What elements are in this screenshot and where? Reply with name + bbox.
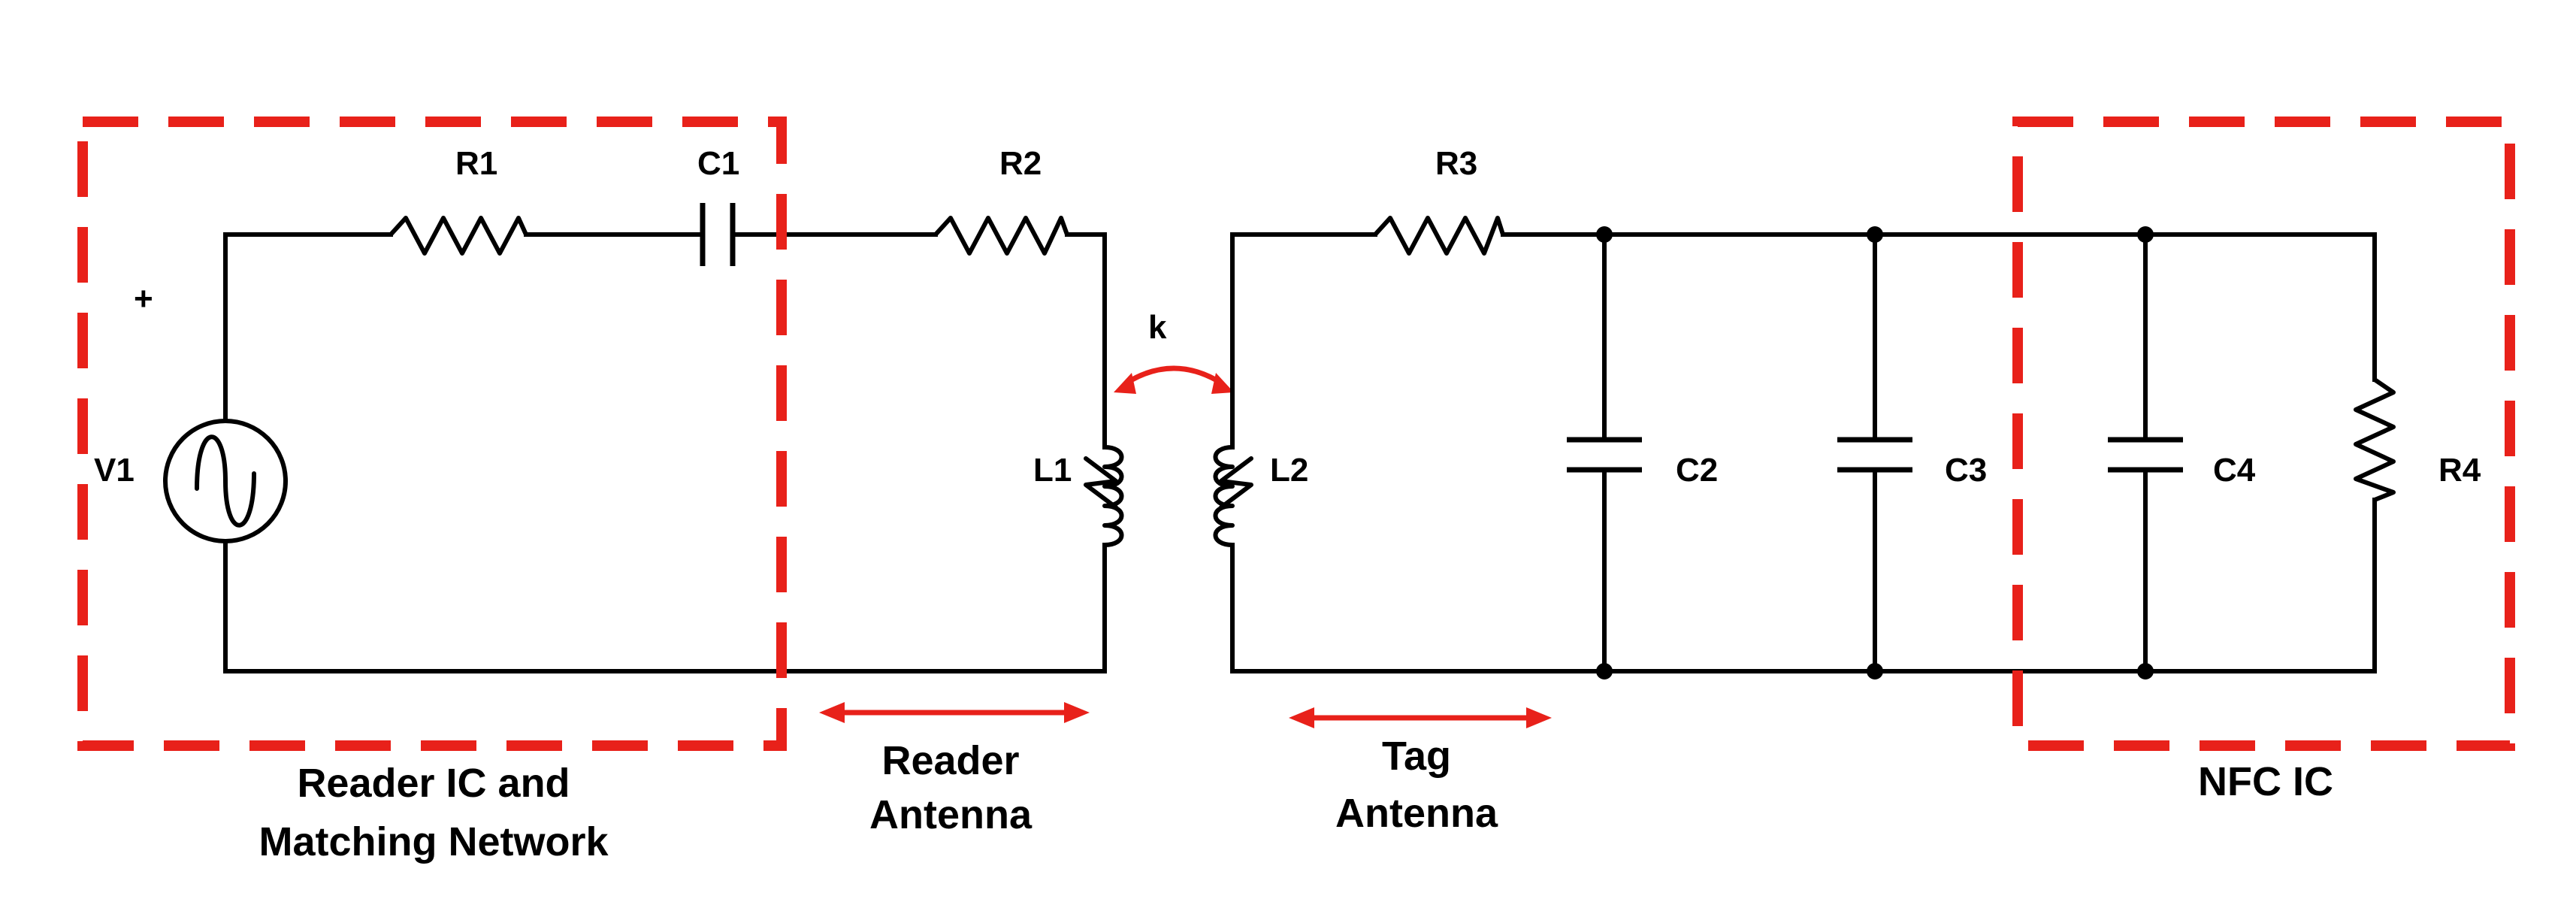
c2-capacitor (1567, 437, 1642, 473)
c1-label: C1 (697, 145, 739, 182)
c4-capacitor (2108, 437, 2183, 473)
tag-antenna-caption-line2: Antenna (1335, 791, 1498, 836)
reader-wires (223, 232, 1107, 673)
l1-label: L1 (1033, 452, 1072, 489)
c3-capacitor (1837, 437, 1912, 473)
l2-inductor (1213, 445, 1253, 547)
c4-label: C4 (2213, 452, 2256, 489)
reader-circuit: + (134, 203, 1124, 673)
reader-antenna-arrow (819, 702, 1090, 723)
tag-antenna-arrow (1289, 707, 1552, 728)
r4-label: R4 (2438, 452, 2481, 489)
r1-label: R1 (455, 145, 497, 182)
coupling-arrow (1114, 365, 1234, 394)
c2-label: C2 (1676, 452, 1718, 489)
k-label: k (1148, 309, 1167, 346)
tag-circuit (1213, 216, 2396, 680)
junction-nodes (1596, 226, 2154, 680)
v1-label: V1 (94, 452, 135, 489)
l1-inductor (1084, 445, 1124, 547)
nfc-ic-caption: NFC IC (2198, 759, 2333, 804)
v1-plus-sign: + (134, 280, 153, 317)
nfc-ic-region-box (2012, 117, 2515, 751)
reader-ic-caption-line2: Matching Network (259, 819, 609, 864)
reader-ic-caption-line1: Reader IC and (297, 761, 570, 806)
reader-ic-region-box (77, 117, 787, 751)
tag-antenna-caption-line1: Tag (1382, 734, 1451, 779)
c1-capacitor (700, 203, 736, 266)
v1-voltage-source: + (134, 280, 288, 543)
r3-resistor (1373, 216, 1505, 256)
r2-resistor (933, 216, 1069, 256)
tag-wires (1230, 232, 2377, 673)
reader-antenna-caption-line2: Antenna (869, 792, 1033, 837)
r3-label: R3 (1435, 145, 1477, 182)
l2-label: L2 (1270, 452, 1308, 489)
r4-resistor (2354, 377, 2396, 502)
reader-antenna-caption-line1: Reader (881, 738, 1019, 783)
c3-label: C3 (1945, 452, 1987, 489)
r2-label: R2 (999, 145, 1042, 182)
r1-resistor (389, 216, 528, 256)
